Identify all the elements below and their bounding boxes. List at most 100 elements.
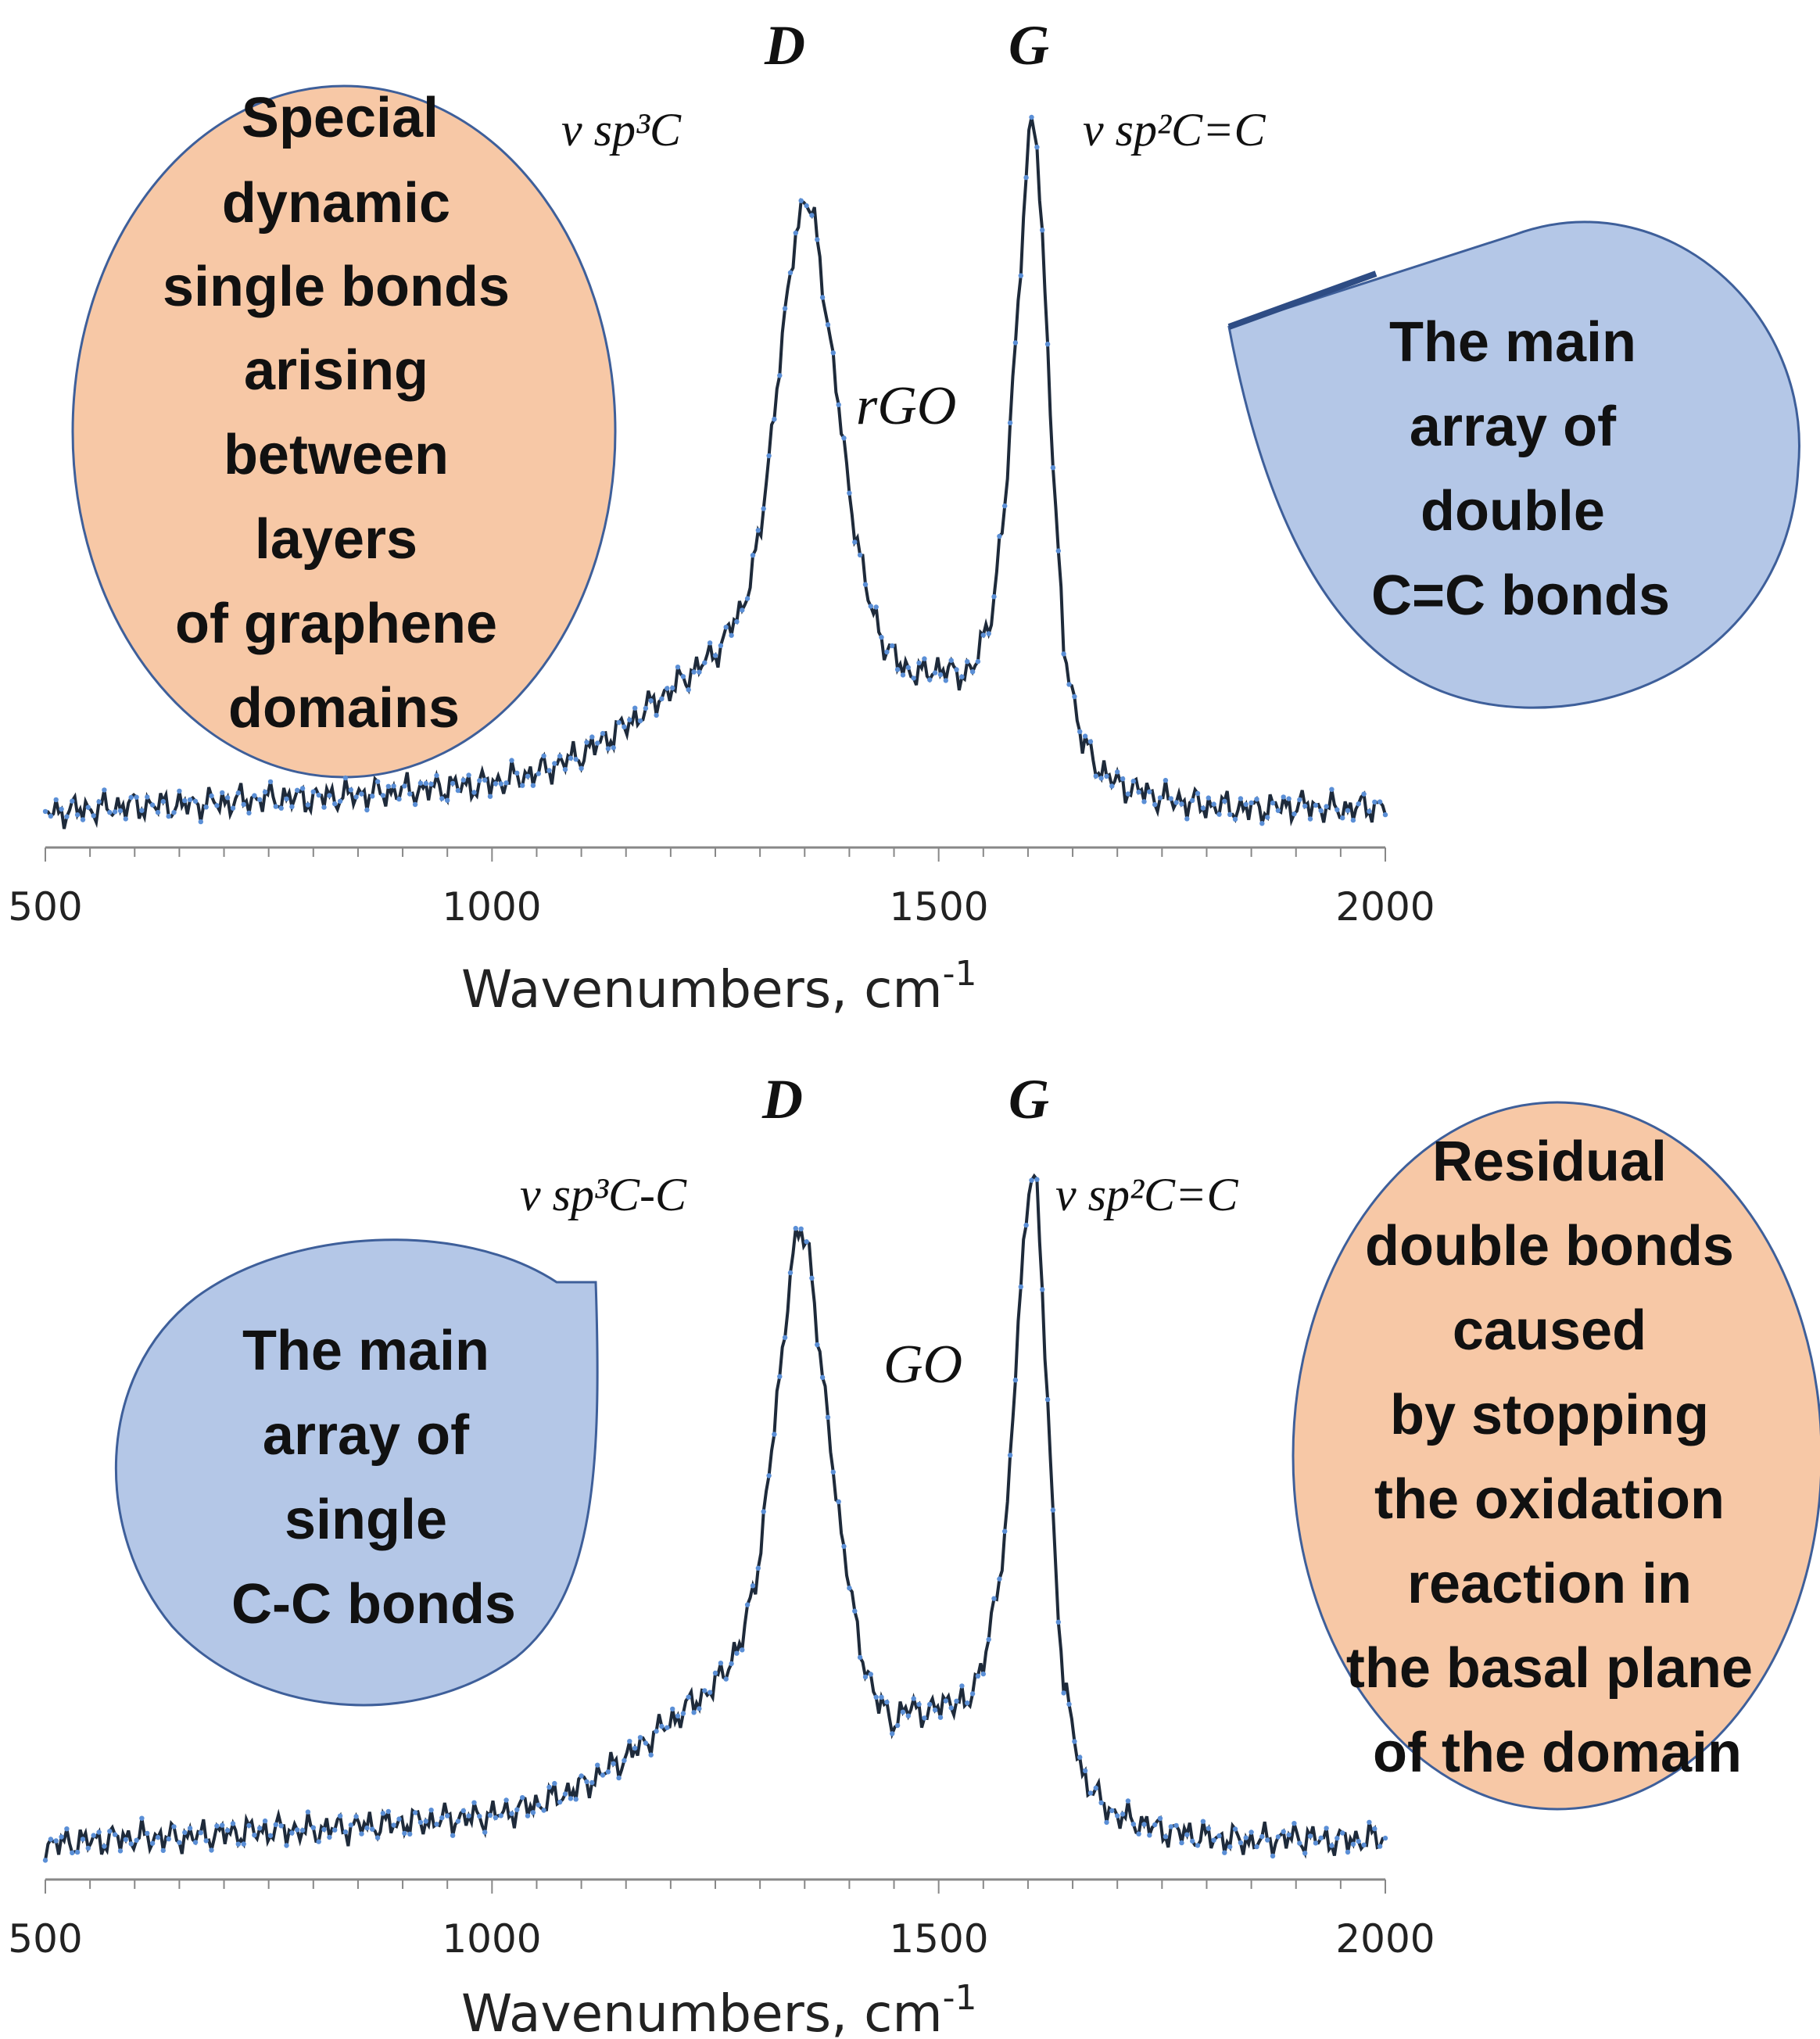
data-point: [514, 1807, 520, 1812]
data-point: [1318, 808, 1324, 814]
data-point: [530, 783, 536, 788]
data-point: [295, 1827, 300, 1833]
data-point: [798, 1226, 804, 1232]
data-point: [1034, 1177, 1040, 1182]
data-point: [750, 553, 756, 558]
callout-line: single bonds: [163, 256, 510, 318]
data-point: [342, 775, 349, 781]
data-point: [364, 807, 370, 813]
data-point: [675, 1713, 681, 1718]
callout-line: of the domain: [1373, 1722, 1742, 1784]
data-point: [948, 658, 954, 663]
data-point: [1382, 812, 1388, 818]
data-point: [64, 1826, 70, 1832]
data-point: [74, 812, 81, 818]
data-point: [654, 1729, 659, 1734]
data-point: [149, 1840, 156, 1846]
data-point: [1141, 799, 1147, 804]
data-point: [123, 1837, 128, 1843]
data-point: [498, 781, 503, 787]
data-point: [374, 779, 381, 784]
data-point: [80, 817, 86, 822]
data-point: [691, 669, 697, 675]
data-point: [1335, 807, 1340, 812]
data-point: [1055, 1619, 1062, 1625]
x-tick-label: 500: [8, 1916, 82, 1962]
data-point: [310, 789, 316, 794]
data-point: [836, 402, 841, 407]
data-point: [1029, 1177, 1034, 1183]
data-point: [557, 753, 563, 759]
data-point: [498, 1813, 503, 1819]
data-point: [1249, 1829, 1254, 1835]
data-point: [584, 1779, 589, 1785]
data-point: [1190, 797, 1195, 803]
data-point: [1238, 1840, 1244, 1846]
data-point: [1093, 773, 1099, 779]
data-point: [632, 705, 638, 711]
data-point: [841, 435, 847, 441]
data-point: [622, 1758, 627, 1763]
data-point: [777, 1374, 783, 1379]
data-point: [1232, 816, 1238, 822]
data-point: [1232, 1826, 1238, 1832]
data-point: [847, 490, 852, 496]
data-point: [214, 1823, 220, 1829]
data-point: [890, 1731, 895, 1736]
data-point: [680, 1711, 686, 1716]
data-point: [943, 678, 949, 683]
data-point: [975, 1673, 981, 1679]
data-point: [487, 794, 493, 799]
data-point: [252, 793, 257, 798]
data-point: [1152, 1822, 1158, 1828]
data-point: [546, 1784, 552, 1790]
data-point: [182, 1829, 188, 1836]
data-point: [1243, 801, 1249, 808]
data-point: [1040, 228, 1045, 233]
data-point: [134, 1837, 139, 1843]
data-point: [1018, 1284, 1024, 1290]
callout-line: single: [285, 1489, 447, 1551]
data-point: [852, 1608, 858, 1614]
data-point: [380, 793, 386, 798]
data-point: [1377, 1844, 1383, 1849]
callout-line: layers: [255, 508, 417, 571]
data-point: [589, 734, 595, 740]
data-point: [932, 1708, 938, 1713]
data-point: [1184, 816, 1190, 822]
data-point: [969, 669, 976, 675]
peak-d-label: D: [764, 14, 805, 77]
data-point: [557, 1799, 563, 1805]
callout-line: dynamic: [222, 172, 450, 235]
data-point: [884, 1699, 890, 1705]
data-point: [203, 1838, 209, 1844]
data-point: [777, 373, 783, 378]
data-point: [804, 202, 809, 209]
data-point: [922, 656, 927, 661]
data-point: [900, 672, 906, 678]
data-point: [321, 804, 327, 810]
callout-line: between: [224, 424, 449, 486]
data-point: [718, 643, 724, 648]
data-point: [1007, 1453, 1013, 1458]
callout-line: of graphene: [175, 593, 497, 655]
data-point: [562, 767, 568, 772]
data-point: [927, 677, 933, 683]
data-point: [224, 795, 231, 801]
data-point: [868, 1672, 874, 1677]
data-point: [1340, 1830, 1345, 1836]
data-point: [1147, 789, 1152, 794]
data-point: [798, 198, 804, 203]
data-point: [267, 779, 274, 785]
data-point: [1340, 815, 1345, 821]
data-point: [166, 1836, 171, 1842]
data-point: [643, 1740, 649, 1746]
data-point: [665, 686, 670, 691]
data-point: [1012, 340, 1019, 346]
data-point: [466, 1813, 471, 1819]
data-point: [1130, 778, 1137, 784]
data-point: [428, 781, 434, 787]
x-axis-title-sup: -1: [943, 1978, 977, 2018]
data-point: [417, 1819, 424, 1826]
data-point: [257, 797, 263, 802]
